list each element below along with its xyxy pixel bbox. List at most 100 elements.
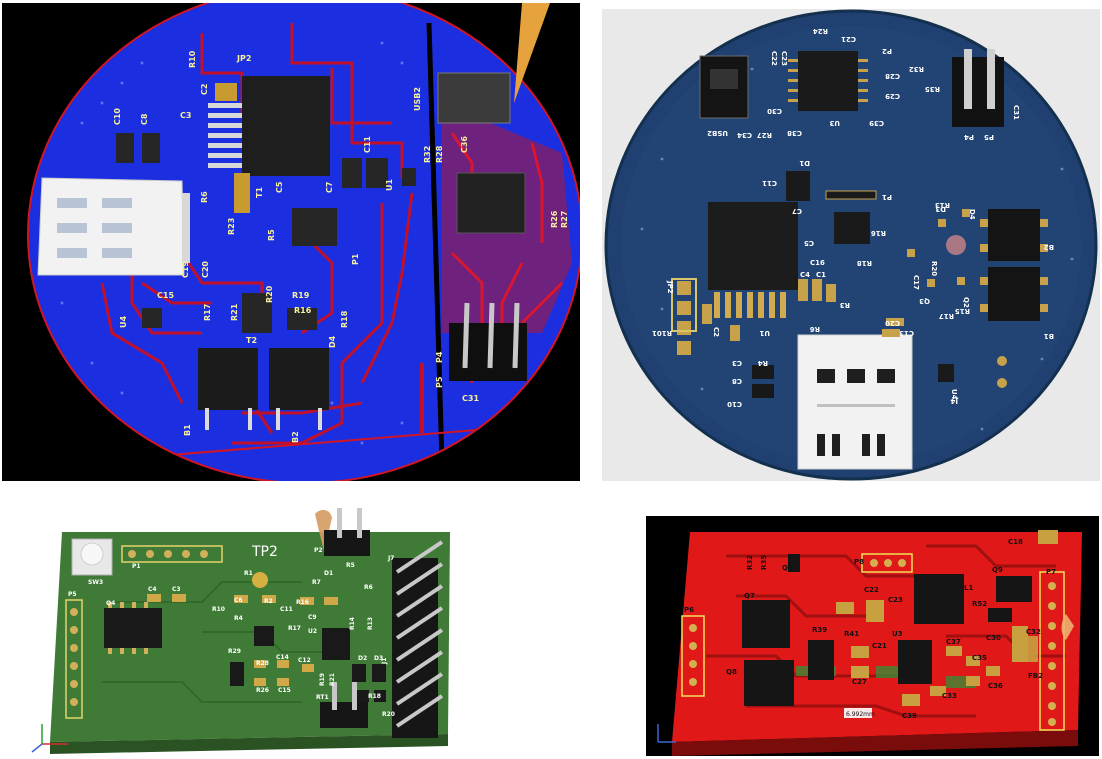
- label-r32: R32: [746, 555, 754, 570]
- label-r18: R18: [368, 693, 381, 700]
- label-u4: U4: [119, 316, 128, 328]
- relay-b2: [988, 209, 1040, 261]
- pcb-view-green-3d: TP2 SW3 P1 P5 Q4 C4 C3 R5 D1 R7 R6 R1 R1…: [2, 502, 455, 756]
- label-c39: C39: [869, 119, 884, 127]
- ic-u3: [798, 51, 858, 111]
- label-q5: Q5: [782, 564, 793, 572]
- label-c27: C27: [852, 678, 867, 686]
- label-c30: C30: [767, 107, 782, 115]
- label-c35: C35: [972, 654, 987, 662]
- label-c19: C19: [181, 261, 190, 278]
- label-b2: B2: [291, 431, 300, 443]
- label-d4: D4: [968, 209, 976, 220]
- label-r20: R20: [265, 285, 274, 303]
- label-b2: B2: [1044, 243, 1054, 251]
- label-usb2: USB2: [413, 87, 422, 111]
- label-r26: R26: [256, 687, 269, 694]
- label-r16: R16: [296, 599, 309, 606]
- label-p2: P2: [882, 47, 892, 55]
- pin-header-p4-p5: [952, 49, 1004, 127]
- label-r20: R20: [382, 711, 395, 718]
- ic-l1: [914, 574, 964, 624]
- label-r41: R41: [844, 630, 859, 638]
- label-r35: R35: [760, 555, 768, 570]
- ic-large: [242, 76, 330, 176]
- label-c39: C39: [902, 712, 917, 720]
- label-d3: D3: [374, 655, 383, 662]
- label-c4: C4: [148, 586, 157, 593]
- label-d2: D2: [358, 655, 367, 662]
- label-r5: R5: [267, 229, 276, 241]
- label-r4: R4: [234, 615, 243, 622]
- label-u4: U4: [950, 389, 958, 400]
- label-r28: R28: [256, 660, 269, 667]
- pin-header-p2: [324, 508, 370, 556]
- label-t2: T2: [246, 336, 257, 345]
- label-r32: R32: [909, 65, 924, 73]
- label-c17: C17: [912, 275, 920, 290]
- board-outline: [50, 532, 450, 742]
- label-r7: R7: [312, 579, 321, 586]
- dimension-readout: 6.992mm: [846, 711, 875, 718]
- label-c21: C21: [841, 35, 856, 43]
- label-r14: R14: [349, 617, 356, 630]
- label-u3: U3: [829, 119, 840, 127]
- label-c36: C36: [460, 136, 469, 153]
- relay-b1: [988, 267, 1040, 321]
- label-q7: Q7: [744, 592, 755, 600]
- label-c28: C28: [885, 72, 900, 80]
- label-c3: C3: [172, 586, 181, 593]
- label-b1: B1: [1044, 332, 1054, 340]
- label-r10: R10: [212, 606, 225, 613]
- relay-b2: [269, 348, 329, 430]
- label-c23: C23: [780, 51, 788, 66]
- ic-q7: [742, 600, 790, 648]
- label-r29: R29: [228, 648, 241, 655]
- label-c8: C8: [140, 113, 149, 125]
- label-r35: R35: [925, 85, 940, 93]
- label-c4: C4: [800, 271, 810, 279]
- label-fb2: FB2: [1028, 672, 1043, 680]
- label-c5: C5: [804, 239, 814, 247]
- label-c7: C7: [792, 207, 802, 215]
- ic-u2: [322, 628, 350, 660]
- label-r10: R10: [188, 50, 197, 68]
- label-r6: R6: [200, 191, 209, 203]
- label-rt1: RT1: [316, 694, 329, 701]
- usb-connector: [437, 72, 511, 124]
- label-r17: R17: [939, 312, 954, 320]
- label-c6: C6: [234, 597, 243, 604]
- label-r24: R24: [813, 27, 828, 35]
- label-c33: C33: [942, 692, 957, 700]
- label-c20: C20: [201, 261, 210, 278]
- label-c23: C23: [888, 596, 903, 604]
- label-r16: R16: [871, 229, 886, 237]
- label-c3: C3: [180, 111, 191, 120]
- label-c14: C14: [276, 654, 289, 661]
- label-c8: C8: [732, 377, 742, 385]
- ic-q8: [744, 660, 794, 706]
- tactile-switch: [71, 538, 113, 576]
- label-r18: R18: [857, 259, 872, 267]
- label-r17: R17: [203, 304, 212, 321]
- label-c18: C18: [1008, 538, 1023, 546]
- label-u2: U2: [308, 628, 317, 635]
- label-j7: J7: [387, 555, 394, 562]
- label-c1: C1: [816, 271, 826, 279]
- label-c22: C22: [864, 586, 879, 594]
- label-p1: P1: [882, 193, 892, 201]
- label-tp2: TP2: [251, 544, 278, 560]
- label-c11: C11: [762, 179, 777, 187]
- axis-indicator: [31, 724, 68, 753]
- label-c7: C7: [325, 182, 334, 193]
- label-c37: C37: [946, 638, 961, 646]
- label-r17: R17: [288, 625, 301, 632]
- label-c30: C30: [986, 634, 1001, 642]
- label-c11: C11: [280, 606, 293, 613]
- label-r26: R26: [550, 210, 559, 228]
- label-p2: P2: [314, 547, 323, 554]
- label-c5: C5: [275, 181, 284, 193]
- relay-b1: [198, 348, 258, 430]
- label-r16: R16: [294, 306, 312, 315]
- sim-card-holder: [37, 177, 190, 276]
